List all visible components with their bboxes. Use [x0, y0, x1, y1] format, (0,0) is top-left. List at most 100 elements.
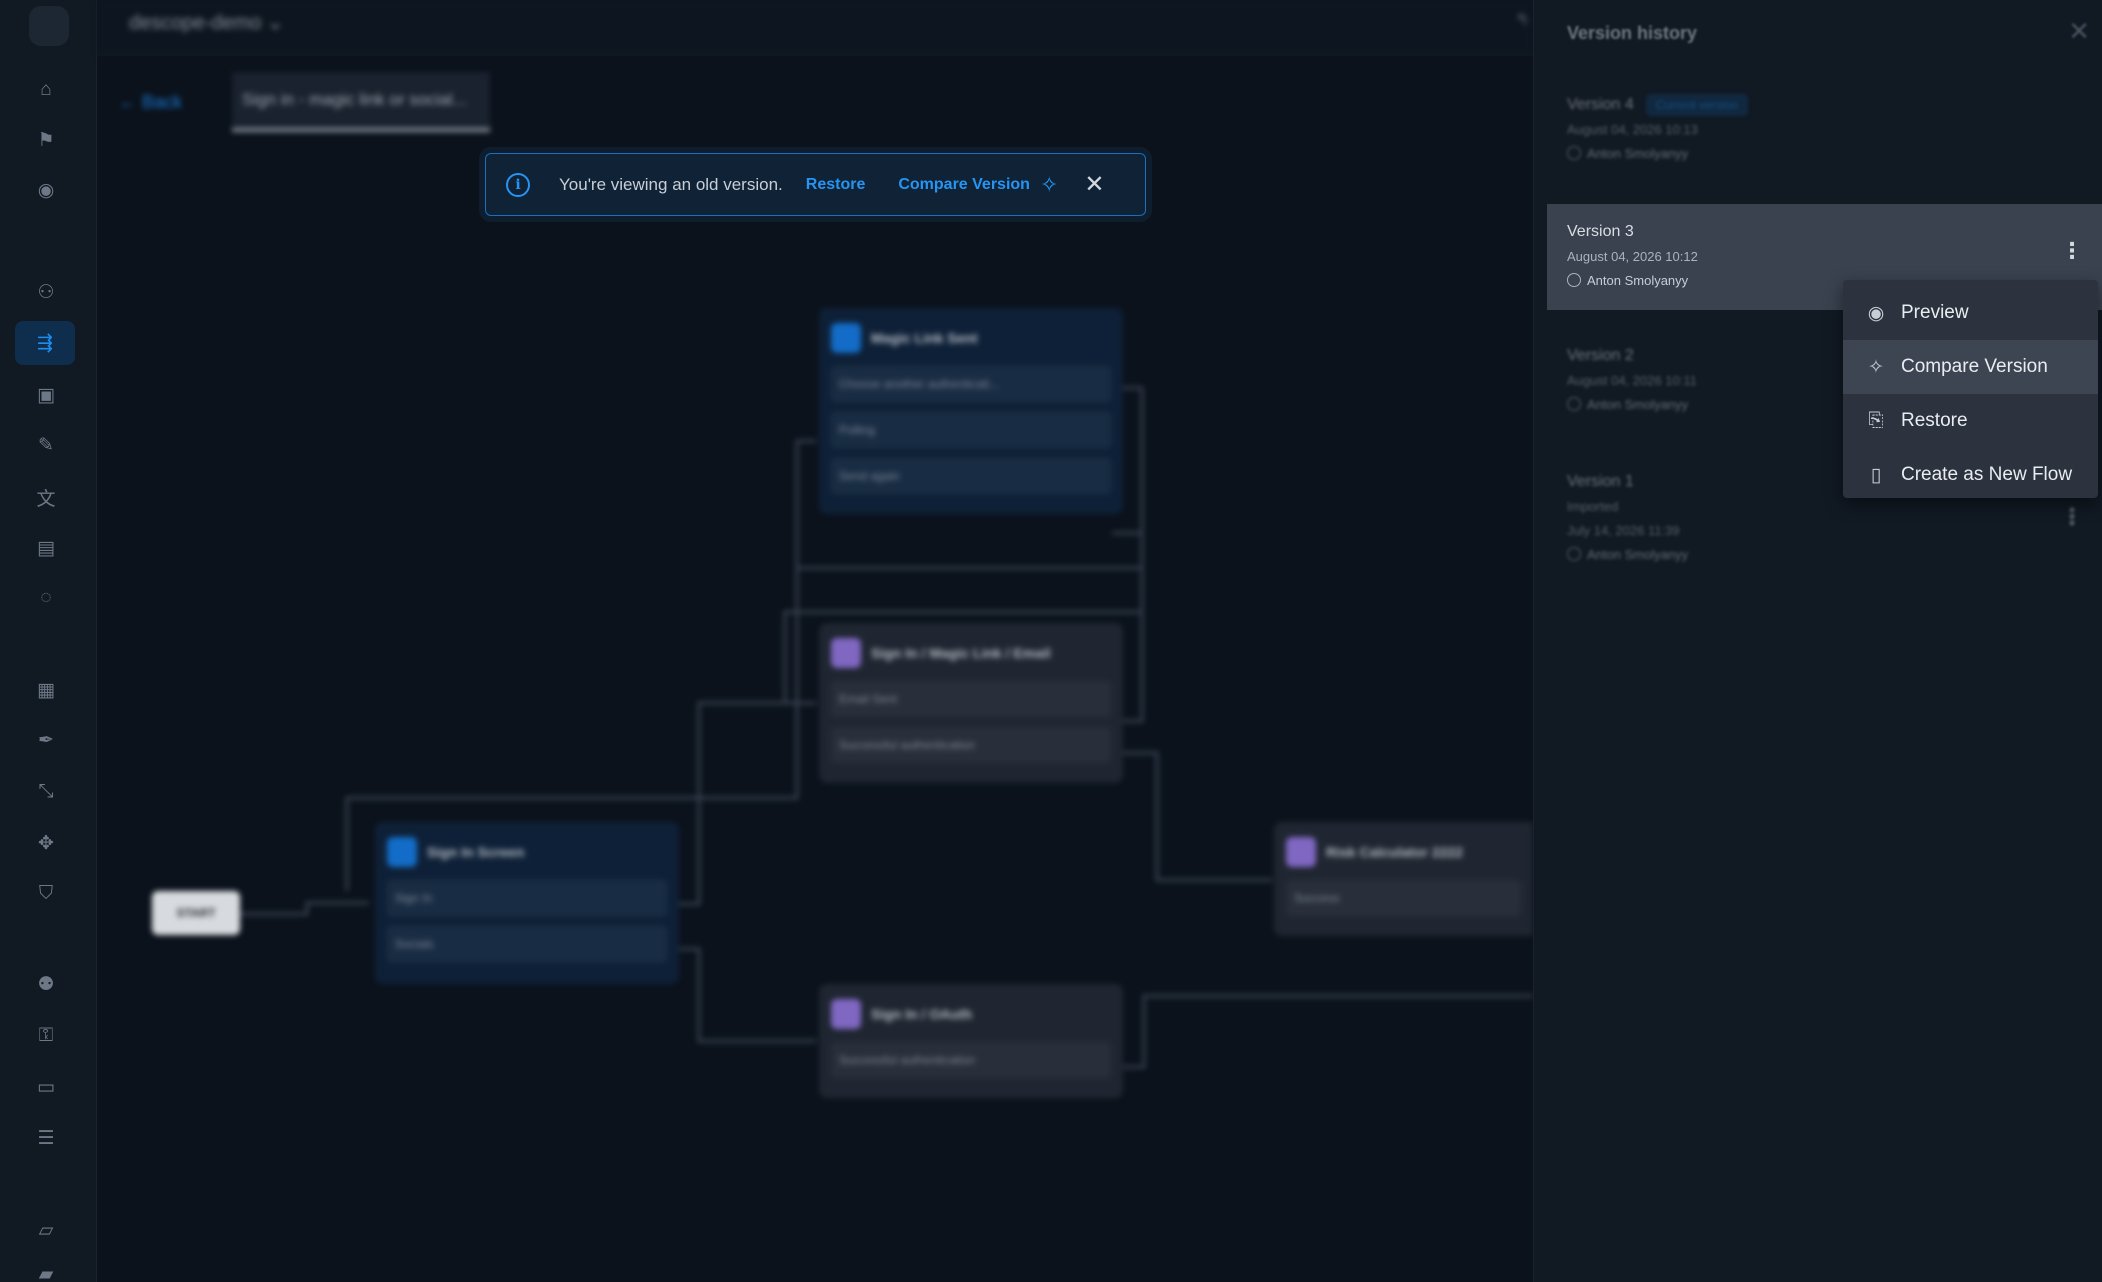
- key-icon[interactable]: ⚿: [38, 1025, 54, 1046]
- node-output[interactable]: Choose another authenticati...: [831, 366, 1111, 402]
- panel-title: Version history: [1567, 23, 1698, 43]
- new-file-icon: ▯: [1870, 464, 1882, 486]
- node-sign-in-magic-email[interactable]: Sign In / Magic Link / Email Email Sent …: [819, 623, 1123, 783]
- node-title: Sign In Screen: [427, 844, 525, 860]
- version-name: Version 4: [1567, 96, 1634, 113]
- current-version-badge: Current version: [1645, 94, 1748, 116]
- old-version-banner: i You're viewing an old version. Restore…: [485, 153, 1146, 216]
- top-bar: descope-demo ⌄ ↰: [97, 0, 1533, 56]
- flow-connections: [240, 386, 1533, 1069]
- node-output[interactable]: Send again: [831, 458, 1111, 494]
- back-link[interactable]: ← Back: [119, 92, 183, 112]
- left-nav-rail: ⌂ ⚑ ◉ ⚇ ⇶ ▣ ✎ 文 ▤ ◌ ▦ ✒ ⤡ ✥ ⛉ ⚉ ⚿ ▭ ☰ ▱ …: [0, 0, 97, 1282]
- screen-icon: [831, 323, 861, 353]
- broadcast-icon[interactable]: ◉: [37, 179, 55, 201]
- node-output[interactable]: Email Sent: [831, 681, 1111, 717]
- version-user: Anton Smolyanyy: [1587, 145, 1689, 161]
- flag-icon[interactable]: ⚑: [37, 129, 55, 151]
- folder-icon[interactable]: ▱: [38, 1219, 54, 1241]
- version-item-2[interactable]: Version 2 August 04, 2026 10:11 Anton Sm…: [1534, 344, 2102, 416]
- more-options-icon[interactable]: ⋮: [2061, 238, 2083, 263]
- menu-item-restore[interactable]: ⎘ Restore: [1843, 394, 2098, 448]
- version-date: July 14, 2026 11:39: [1567, 523, 1680, 538]
- node-title: Sign In / OAuth: [871, 1006, 973, 1022]
- start-node[interactable]: START: [152, 891, 240, 935]
- list-icon[interactable]: ☰: [37, 1127, 55, 1149]
- user-avatar-icon: [1567, 547, 1581, 561]
- project-selector[interactable]: descope-demo ⌄: [129, 12, 284, 34]
- user-avatar-icon: [1567, 146, 1581, 160]
- puzzle-icon[interactable]: ✥: [38, 832, 54, 854]
- node-sign-in-screen[interactable]: Sign In Screen Sign In Socials: [375, 822, 679, 984]
- version-item-1[interactable]: Version 1 Imported July 14, 2026 11:39 A…: [1534, 470, 2102, 566]
- home-icon[interactable]: ⌂: [40, 79, 52, 100]
- user-icon[interactable]: ⚇: [37, 281, 55, 303]
- version-name: Version 3: [1567, 223, 1634, 240]
- action-icon: [831, 999, 861, 1029]
- banner-restore-link[interactable]: Restore: [805, 175, 866, 193]
- panel-close-icon[interactable]: ✕: [2068, 16, 2090, 46]
- chat-icon[interactable]: ◌: [40, 587, 52, 608]
- card-icon[interactable]: ▭: [37, 1076, 55, 1098]
- menu-item-create-new-flow[interactable]: ▯ Create as New Flow: [1843, 448, 2098, 502]
- version-history-panel: Version history ✕ Version 4 Current versi…: [1533, 0, 2102, 1282]
- info-icon: i: [506, 172, 530, 197]
- shield-icon[interactable]: ⛉: [38, 883, 54, 904]
- banner-compare-link[interactable]: Compare Version: [898, 175, 1030, 193]
- screen-icon: [387, 837, 417, 867]
- menu-item-label: Create as New Flow: [1901, 464, 2073, 485]
- node-output[interactable]: Polling: [831, 412, 1111, 448]
- node-title: Magic Link Sent: [871, 330, 978, 346]
- node-magic-link-sent[interactable]: Magic Link Sent Choose another authentic…: [819, 308, 1123, 514]
- version-date: August 04, 2026 10:12: [1567, 249, 1698, 264]
- screens-icon[interactable]: ▣: [37, 384, 55, 406]
- version-user: Anton Smolyanyy: [1587, 546, 1689, 562]
- tab-current-flow[interactable]: Sign in - magic link or social...: [232, 72, 490, 132]
- flows-icon[interactable]: ⇶: [15, 321, 75, 365]
- menu-item-label: Restore: [1901, 410, 1968, 431]
- action-icon: [1286, 837, 1316, 867]
- menu-item-label: Compare Version: [1901, 356, 2048, 377]
- menu-item-preview[interactable]: ◉ Preview: [1843, 286, 2098, 340]
- user-avatar-icon: [1567, 397, 1581, 411]
- version-item-4[interactable]: Version 4 Current version August 04, 2026…: [1534, 93, 2102, 165]
- banner-close-icon[interactable]: ✕: [1084, 171, 1105, 198]
- flow-canvas[interactable]: ← Back Sign in - magic link or social...: [97, 56, 1533, 1282]
- version-note: Imported: [1567, 499, 1619, 514]
- version-actions-menu: ◉ Preview ✧ Compare Version ⎘ Restore ▯ …: [1843, 280, 2098, 498]
- sparkle-icon: ✧: [1868, 356, 1884, 378]
- sparkle-icon[interactable]: ✧: [1039, 171, 1059, 197]
- node-risk-calculator[interactable]: Risk Calculator 2222 Success: [1274, 822, 1533, 936]
- node-sign-in-oauth[interactable]: Sign In / OAuth Successful authenticatio…: [819, 984, 1123, 1098]
- version-user: Anton Smolyanyy: [1587, 272, 1689, 288]
- users-icon[interactable]: ⚉: [37, 973, 55, 995]
- version-name: Version 2: [1567, 347, 1634, 364]
- pen-icon[interactable]: ✒: [38, 729, 54, 751]
- toolbar-icon[interactable]: ↰: [1515, 12, 1529, 29]
- eye-icon: ◉: [1867, 302, 1885, 324]
- connector-icon[interactable]: ⤡: [38, 781, 54, 802]
- action-icon: [831, 638, 861, 668]
- docs-icon[interactable]: ▰: [38, 1263, 54, 1282]
- menu-item-compare-version[interactable]: ✧ Compare Version: [1843, 340, 2098, 394]
- workspace-logo[interactable]: [29, 6, 69, 46]
- grid-icon[interactable]: ▦: [37, 679, 55, 701]
- version-date: August 04, 2026 10:13: [1567, 122, 1698, 137]
- menu-item-label: Preview: [1901, 302, 1969, 323]
- more-options-icon[interactable]: ⋮: [2061, 504, 2083, 529]
- node-title: Sign In / Magic Link / Email: [871, 645, 1051, 661]
- node-output[interactable]: Socials: [387, 926, 667, 962]
- banner-message: You're viewing an old version.: [559, 174, 783, 194]
- brush-icon[interactable]: ✎: [38, 434, 54, 456]
- version-name: Version 1: [1567, 473, 1634, 490]
- node-output[interactable]: Successful authentication: [831, 727, 1111, 763]
- version-date: August 04, 2026 10:11: [1567, 373, 1697, 388]
- node-title: Risk Calculator 2222: [1326, 844, 1463, 860]
- version-user: Anton Smolyanyy: [1587, 396, 1689, 412]
- node-output[interactable]: Successful authentication: [831, 1042, 1111, 1078]
- node-output[interactable]: Success: [1286, 880, 1521, 916]
- lock-icon[interactable]: ▤: [37, 537, 55, 559]
- user-avatar-icon: [1567, 273, 1581, 287]
- translate-icon[interactable]: 文: [36, 488, 56, 510]
- node-output[interactable]: Sign In: [387, 880, 667, 916]
